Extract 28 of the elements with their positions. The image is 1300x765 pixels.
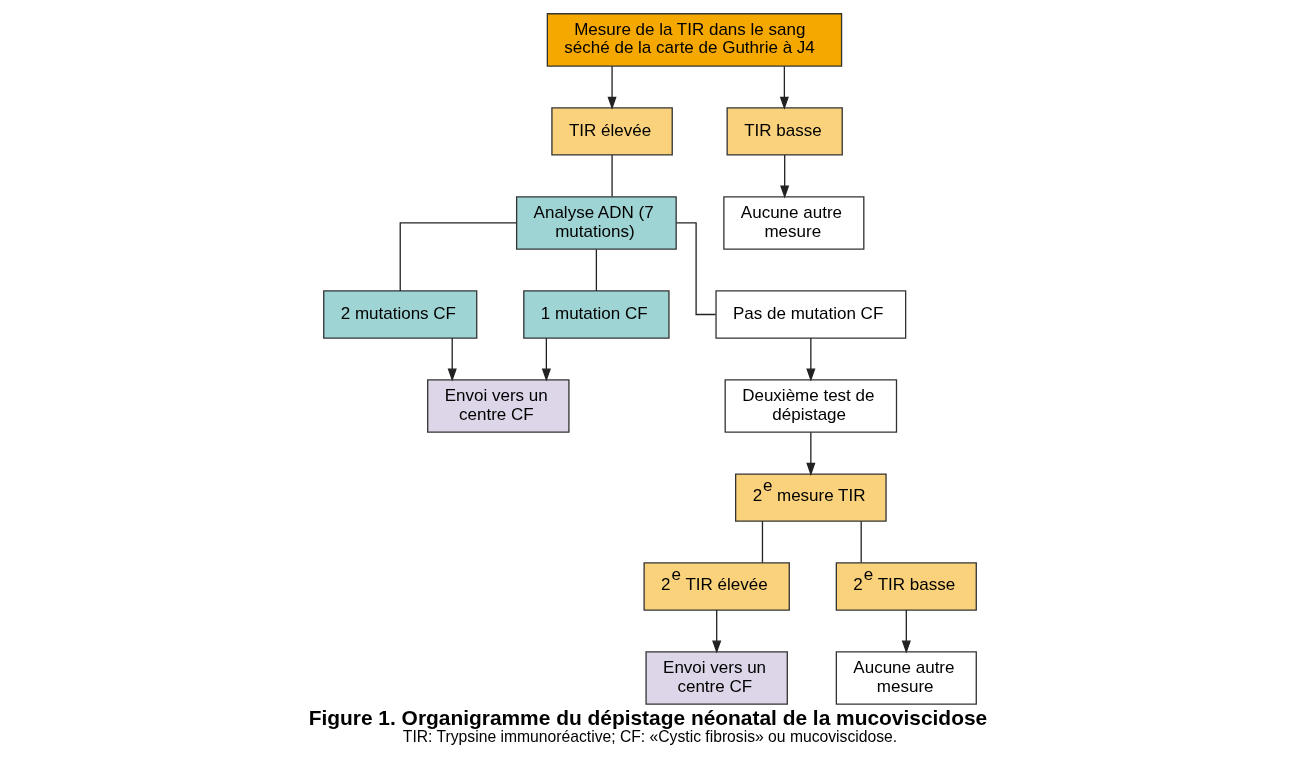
arrow xyxy=(541,337,551,382)
node-box: Analyse ADN (7 mutations) xyxy=(515,196,677,250)
arrow xyxy=(607,65,617,110)
connector xyxy=(860,520,862,564)
connector xyxy=(595,248,598,292)
connector xyxy=(675,222,717,316)
node-box: Aucune autre mesure xyxy=(723,196,865,250)
node-box: Deuxième test de dépistage xyxy=(724,379,898,433)
diagram-title: Figure 1. Organigramme du dépistage néonatal de la mucoviscidose xyxy=(308,705,988,729)
arrow xyxy=(779,65,789,110)
connector xyxy=(399,222,518,292)
arrow xyxy=(806,337,816,382)
node-box: 2 mutations CF xyxy=(323,290,478,339)
node-box: Envoi vers un centre CF xyxy=(427,379,570,433)
node-box: Aucune autre mesure xyxy=(835,651,977,705)
arrow xyxy=(447,337,457,382)
node-box: TIR basse xyxy=(726,107,843,156)
connector xyxy=(611,154,613,198)
connector xyxy=(761,520,764,564)
node-box: 1 mutation CF xyxy=(523,290,670,339)
node-box: TIR élevée xyxy=(551,107,673,156)
arrow xyxy=(901,609,911,654)
arrow xyxy=(780,154,790,199)
node-box: Pas de mutation CF xyxy=(715,290,907,339)
node-box: Mesure de la TIR dans le sang séché de la carte de Guthrie à J4 xyxy=(546,13,843,67)
node-box: Envoi vers un centre CF xyxy=(645,651,788,705)
arrow xyxy=(712,609,722,654)
arrow xyxy=(806,431,816,476)
